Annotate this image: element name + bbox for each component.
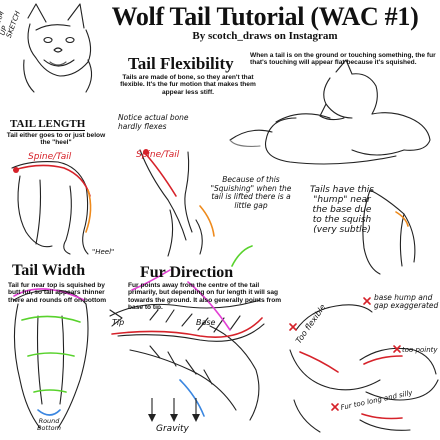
tail-length-sketch [11,161,89,255]
width-heading: Tail Width [12,262,86,279]
direction-text: Fur points away from the centre of the t… [128,282,282,312]
direction-heading: Fur Direction [140,264,234,281]
flexibility-heading: Tail Flexibility [128,54,234,73]
gravity-label: Gravity [156,424,189,434]
flexibility-text: Tails are made of bone, so they aren't t… [120,74,256,96]
notice-note: Notice actual bone hardly flexes [118,113,189,131]
mistake-sketches [289,304,439,433]
squish-note: Because of this "Squishing" when the tai… [210,175,292,210]
too-pointy-label: too pointy [402,346,438,354]
flex-spine-label: Spine/Tail [136,150,180,160]
base-hump-label: base hump and gap exaggerated [374,293,439,311]
tail-width-sketch [13,289,89,429]
round-bottom-label: Round Bottom [37,417,61,432]
lying-wolf-sketch [229,59,431,165]
fur-direction-sketch [109,299,265,421]
page-subtitle: By scotch_draws on Instagram [192,30,338,42]
length-text: Tail either goes to or just below the "h… [6,132,106,147]
width-text: Tail fur near top is squished by butt fu… [8,282,107,304]
heel-label: "Heel" [92,248,115,256]
bent-tail-sketch [139,149,203,257]
hump-note: Tails have this "hump" near the base due… [310,185,374,235]
wolf-head-sketch [23,3,93,93]
tip-label: Tip [112,318,125,327]
length-heading: TAIL LENGTH [10,118,86,131]
page-title: Wolf Tail Tutorial (WAC #1) [111,2,419,31]
length-spine-label: Spine/Tail [28,152,72,162]
ground-note: When a tail is on the ground or touching… [250,52,436,67]
base-label: Base [196,318,216,327]
